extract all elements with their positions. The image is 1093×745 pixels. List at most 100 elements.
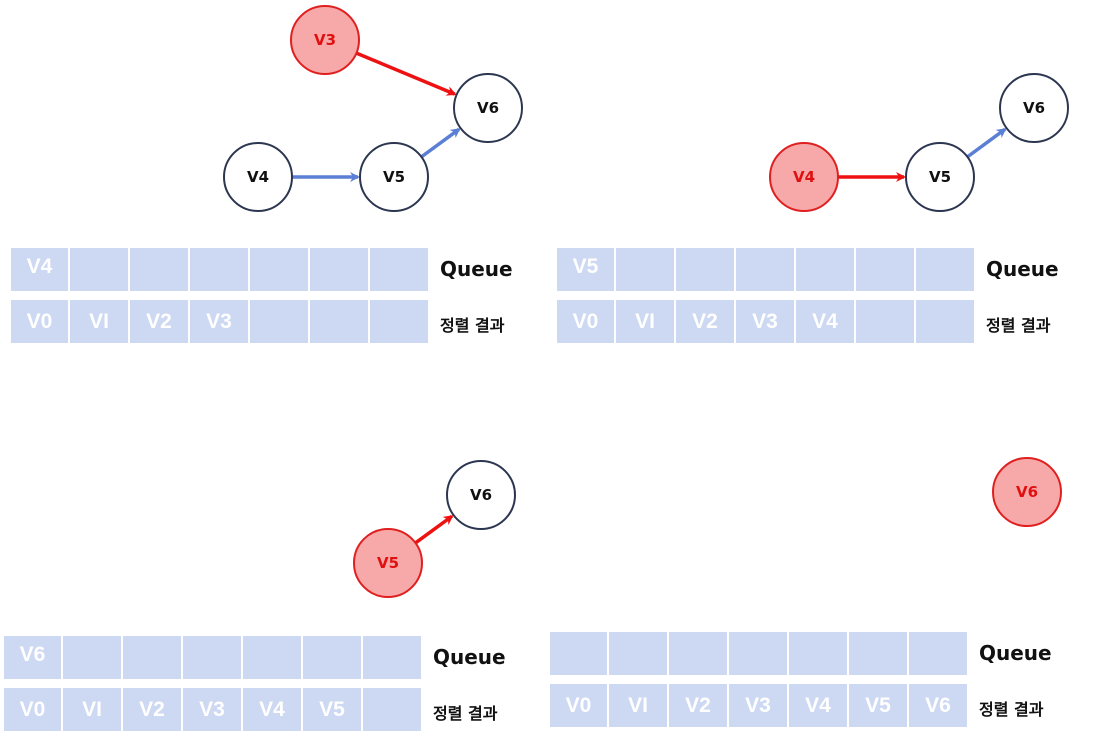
node-circle [353, 528, 423, 598]
queue-cell [190, 248, 248, 291]
node-label: V5 [377, 554, 399, 572]
queue-cell [916, 248, 974, 291]
result-cell: V4 [243, 688, 301, 731]
result-cell: VI [63, 688, 121, 731]
queue-cell [796, 248, 854, 291]
node-label: V3 [314, 31, 336, 49]
node-v5: V5 [359, 142, 429, 212]
node-circle [905, 142, 975, 212]
node-v6: V6 [453, 73, 523, 143]
result-cell [916, 300, 974, 343]
result-cell [370, 300, 428, 343]
node-label: V6 [470, 486, 492, 504]
result-cell: V2 [669, 684, 727, 727]
result-cell: VI [70, 300, 128, 343]
result-label: 정렬 결과 [440, 316, 505, 335]
node-label: V5 [383, 168, 405, 186]
queue-cell [849, 632, 907, 675]
result-cell: V0 [557, 300, 614, 343]
result-cell: V6 [909, 684, 967, 727]
queue-cell [70, 248, 128, 291]
queue-cell [303, 636, 361, 679]
queue-cell [243, 636, 301, 679]
result-cell: V0 [550, 684, 607, 727]
node-circle [453, 73, 523, 143]
result-cell: V2 [676, 300, 734, 343]
node-label: V6 [477, 99, 499, 117]
node-circle [446, 460, 516, 530]
queue-label: Queue [986, 257, 1059, 281]
result-cell: V0 [11, 300, 68, 343]
queue-label: Queue [433, 645, 506, 669]
result-cell: V2 [123, 688, 181, 731]
result-cell: VI [616, 300, 674, 343]
queue-cell [669, 632, 727, 675]
node-v5: V5 [905, 142, 975, 212]
queue-label: Queue [979, 641, 1052, 665]
queue-cell: V6 [4, 636, 61, 679]
result-cell: V2 [130, 300, 188, 343]
node-v6: V6 [446, 460, 516, 530]
queue-cell [130, 248, 188, 291]
node-circle [999, 73, 1069, 143]
node-v6: V6 [999, 73, 1069, 143]
queue-cell [63, 636, 121, 679]
node-v3: V3 [290, 5, 360, 75]
node-v4: V4 [769, 142, 839, 212]
result-cell: V3 [183, 688, 241, 731]
edge-v5-to-v6 [420, 127, 461, 159]
node-v4: V4 [223, 142, 293, 212]
queue-cell [370, 248, 428, 291]
queue-cell [729, 632, 787, 675]
node-label: V6 [1016, 483, 1038, 501]
edge-v5-to-v6 [414, 514, 454, 545]
result-cell: V3 [729, 684, 787, 727]
panel-2-queue-row: V5 [557, 248, 974, 291]
node-v5: V5 [353, 528, 423, 598]
node-circle [223, 142, 293, 212]
queue-cell [736, 248, 794, 291]
result-cell [363, 688, 421, 731]
queue-cell [123, 636, 181, 679]
edge-v3-to-v6 [355, 51, 457, 96]
node-v6: V6 [992, 457, 1062, 527]
queue-cell [250, 248, 308, 291]
result-cell: V3 [190, 300, 248, 343]
result-cell: V5 [303, 688, 361, 731]
node-circle [359, 142, 429, 212]
result-cell [250, 300, 308, 343]
queue-cell: V4 [11, 248, 68, 291]
panel-4-queue-row [550, 632, 967, 675]
queue-cell [363, 636, 421, 679]
node-circle [992, 457, 1062, 527]
result-label: 정렬 결과 [433, 704, 498, 723]
node-label: V6 [1023, 99, 1045, 117]
result-label: 정렬 결과 [979, 700, 1044, 719]
panel-3-result-row: V0 VI V2 V3 V4 V5 [4, 688, 421, 731]
node-circle [769, 142, 839, 212]
result-cell: V5 [849, 684, 907, 727]
node-label: V4 [247, 168, 269, 186]
queue-cell [310, 248, 368, 291]
result-label: 정렬 결과 [986, 316, 1051, 335]
result-cell [856, 300, 914, 343]
queue-cell [616, 248, 674, 291]
edge-v5-to-v6 [966, 127, 1007, 159]
result-cell: V4 [796, 300, 854, 343]
panel-3-queue-row: V6 [4, 636, 421, 679]
node-label: V4 [793, 168, 815, 186]
queue-cell [609, 632, 667, 675]
queue-cell [676, 248, 734, 291]
panel-2-result-row: V0 VI V2 V3 V4 [557, 300, 974, 343]
result-cell: VI [609, 684, 667, 727]
panel-4-result-row: V0 VI V2 V3 V4 V5 V6 [550, 684, 967, 727]
queue-cell [550, 632, 607, 675]
queue-cell: V5 [557, 248, 614, 291]
panel-1-queue-row: V4 [11, 248, 428, 291]
result-cell: V4 [789, 684, 847, 727]
panel-1-result-row: V0 VI V2 V3 [11, 300, 428, 343]
result-cell [310, 300, 368, 343]
node-label: V5 [929, 168, 951, 186]
queue-label: Queue [440, 257, 513, 281]
queue-cell [909, 632, 967, 675]
